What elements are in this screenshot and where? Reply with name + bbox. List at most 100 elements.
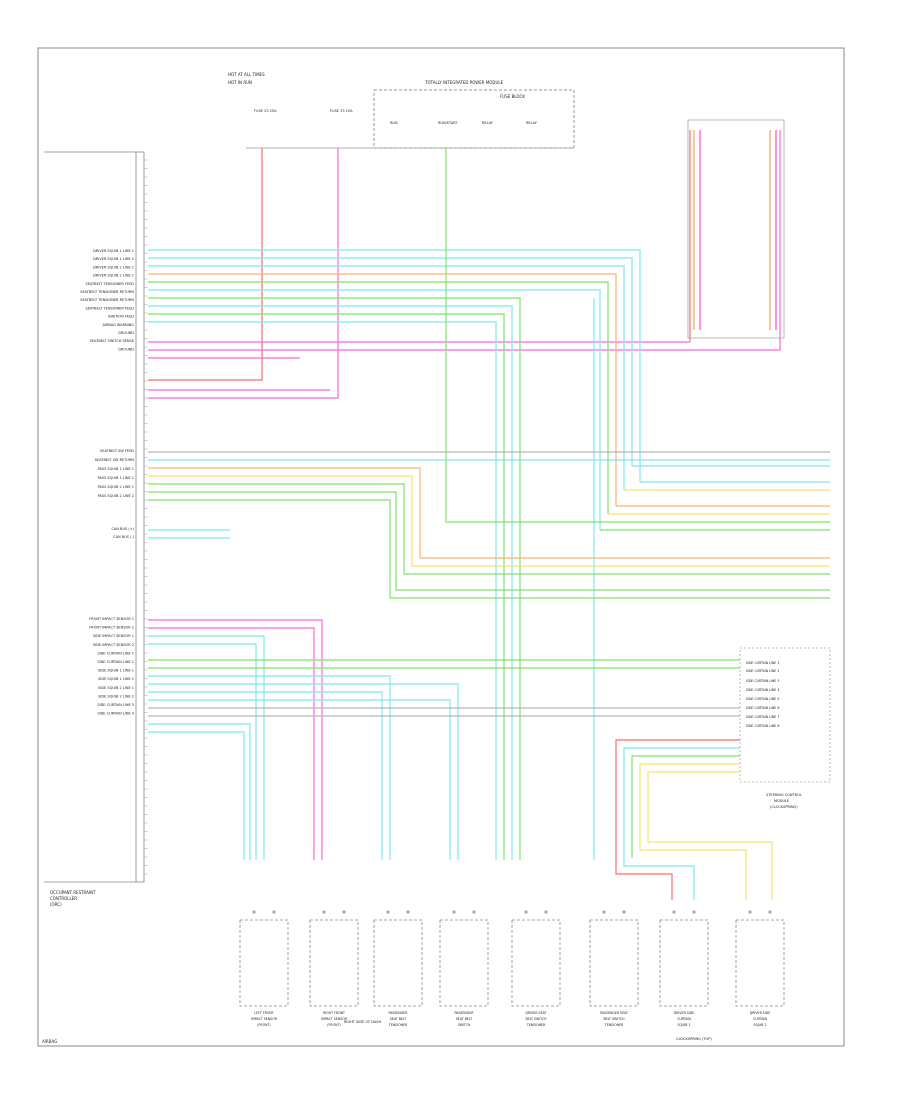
pin-label: SEATBELT TENSIONER FEED bbox=[85, 282, 134, 286]
wire bbox=[148, 643, 257, 860]
pin-label: SIDE CURTAIN LINE 1 bbox=[97, 651, 134, 655]
pin-label: GROUND bbox=[118, 347, 134, 351]
wire bbox=[148, 675, 391, 860]
component-label: TENSIONER bbox=[388, 1023, 408, 1027]
terminal bbox=[342, 910, 346, 914]
wire bbox=[148, 130, 781, 351]
wire bbox=[631, 755, 740, 858]
wire bbox=[148, 699, 451, 860]
pin-label: DRIVER SQUIB 1 LINE 1 bbox=[93, 249, 134, 253]
pin-label: SIDE IMPACT SENSOR 2 bbox=[93, 643, 134, 647]
steering-name-1: STEERING CONTROL bbox=[766, 793, 802, 797]
bottom-right-note: CLOCKSPRING (TOP) bbox=[676, 1037, 712, 1041]
wire bbox=[148, 297, 521, 860]
wire bbox=[148, 249, 641, 482]
wire bbox=[148, 499, 830, 599]
wire bbox=[148, 627, 315, 860]
pin-label: SEATBELT SW FEED bbox=[100, 449, 134, 453]
right-connector-label: SIDE CURTAIN LINE 4 bbox=[746, 688, 779, 692]
component-label: DRIVER SEAT bbox=[526, 1011, 547, 1015]
component-label: PASSENGER SEAT bbox=[600, 1011, 628, 1015]
pin-label: SIDE SQUIB 2 LINE 1 bbox=[98, 686, 134, 690]
steering-name-3: (CLOCKSPRING) bbox=[770, 805, 798, 809]
module-name-2: CONTROLLER bbox=[50, 896, 77, 901]
relay-label-c: RELAY bbox=[482, 121, 494, 125]
component-label: BELT SWITCH bbox=[604, 1017, 626, 1021]
wire bbox=[623, 747, 740, 900]
wire bbox=[445, 148, 830, 523]
fuse-label-b: FUSE 33 10A bbox=[330, 109, 353, 113]
right-connector-label: SIDE CURTAIN LINE 1 bbox=[746, 661, 779, 665]
wire bbox=[148, 313, 505, 860]
wire bbox=[148, 491, 830, 591]
component-label: LEFT FRONT bbox=[254, 1011, 273, 1015]
wire bbox=[148, 265, 625, 490]
wires bbox=[148, 130, 830, 900]
tipm-box bbox=[373, 89, 575, 149]
component-box bbox=[735, 919, 785, 1007]
wire bbox=[148, 289, 601, 530]
wire bbox=[148, 723, 251, 860]
component-box bbox=[511, 919, 561, 1007]
component-label: SQUIB 2 bbox=[753, 1023, 766, 1027]
terminal bbox=[544, 910, 548, 914]
right-connector-label: SIDE CURTAIN LINE 2 bbox=[746, 669, 779, 673]
component-label: SQUIB 1 bbox=[677, 1023, 690, 1027]
terminal bbox=[692, 910, 696, 914]
relay-label-d: RELAY bbox=[526, 121, 538, 125]
wire bbox=[148, 273, 617, 506]
right-connector-label: SIDE CURTAIN LINE 8 bbox=[746, 724, 779, 728]
component-box bbox=[439, 919, 489, 1007]
right-connector-label: SIDE CURTAIN LINE 7 bbox=[746, 715, 779, 719]
component-label: RIGHT FRONT bbox=[323, 1011, 345, 1015]
component-label: TENSIONER bbox=[604, 1023, 624, 1027]
wire bbox=[148, 619, 323, 860]
component-label: IMPACT SENSOR bbox=[321, 1017, 348, 1021]
terminal bbox=[672, 910, 676, 914]
wire bbox=[148, 475, 830, 567]
terminal bbox=[524, 910, 528, 914]
terminal bbox=[272, 910, 276, 914]
tipm-sub: FUSE BLOCK bbox=[500, 94, 525, 99]
component-2: RIGHT FRONT IMPACT SENSOR (FRONT) bbox=[309, 910, 359, 1027]
bottom-mid-note: RIGHT SIDE OF DASH bbox=[344, 1020, 381, 1024]
module-name-3: (ORC) bbox=[50, 902, 62, 907]
pin-label: SIDE CURTAIN LINE 4 bbox=[97, 712, 134, 716]
wire bbox=[615, 739, 740, 900]
pin-label: CAN BUS (+) bbox=[111, 527, 134, 531]
top-left-label-a: HOT AT ALL TIMES bbox=[228, 72, 265, 77]
right-top-connector bbox=[687, 119, 785, 339]
wire bbox=[148, 305, 513, 860]
tipm-title: TOTALLY INTEGRATED POWER MODULE bbox=[424, 80, 504, 85]
pin-label: DRIVER SQUIB 1 LINE 2 bbox=[93, 257, 134, 261]
right-connector-label: SIDE CURTAIN LINE 5 bbox=[746, 697, 779, 701]
wire bbox=[148, 467, 830, 559]
component-label: IMPACT SENSOR bbox=[251, 1017, 278, 1021]
diagram-frame bbox=[37, 47, 845, 1047]
terminal bbox=[748, 910, 752, 914]
component-box bbox=[309, 919, 359, 1007]
pin-label: PASS SQUIB 1 LINE 1 bbox=[98, 467, 134, 471]
component-label: TENSIONER bbox=[526, 1023, 546, 1027]
pin-label: PASS SQUIB 2 LINE 1 bbox=[98, 485, 134, 489]
component-label: PASSENGER bbox=[388, 1011, 408, 1015]
pin-label: SIDE CURTAIN LINE 3 bbox=[97, 703, 134, 707]
pin-label: SEATBELT SWITCH SENSE bbox=[90, 339, 134, 343]
pin-label: DRIVER SQUIB 2 LINE 1 bbox=[93, 265, 134, 269]
component-label: (FRONT) bbox=[327, 1023, 340, 1027]
component-label: SEAT BELT bbox=[390, 1017, 406, 1021]
pin-label: SEATBELT TENSIONER FEED bbox=[85, 306, 134, 310]
pin-label: FRONT IMPACT SENSOR 2 bbox=[89, 626, 134, 630]
terminal bbox=[622, 910, 626, 914]
component-box bbox=[239, 919, 289, 1007]
component-label: BELT SWITCH bbox=[526, 1017, 548, 1021]
relay-label-a: RUN bbox=[390, 121, 398, 125]
right-connector-label: SIDE CURTAIN LINE 3 bbox=[746, 679, 779, 683]
right-connector-label: SIDE CURTAIN LINE 6 bbox=[746, 706, 779, 710]
terminal bbox=[452, 910, 456, 914]
wire bbox=[148, 281, 609, 514]
